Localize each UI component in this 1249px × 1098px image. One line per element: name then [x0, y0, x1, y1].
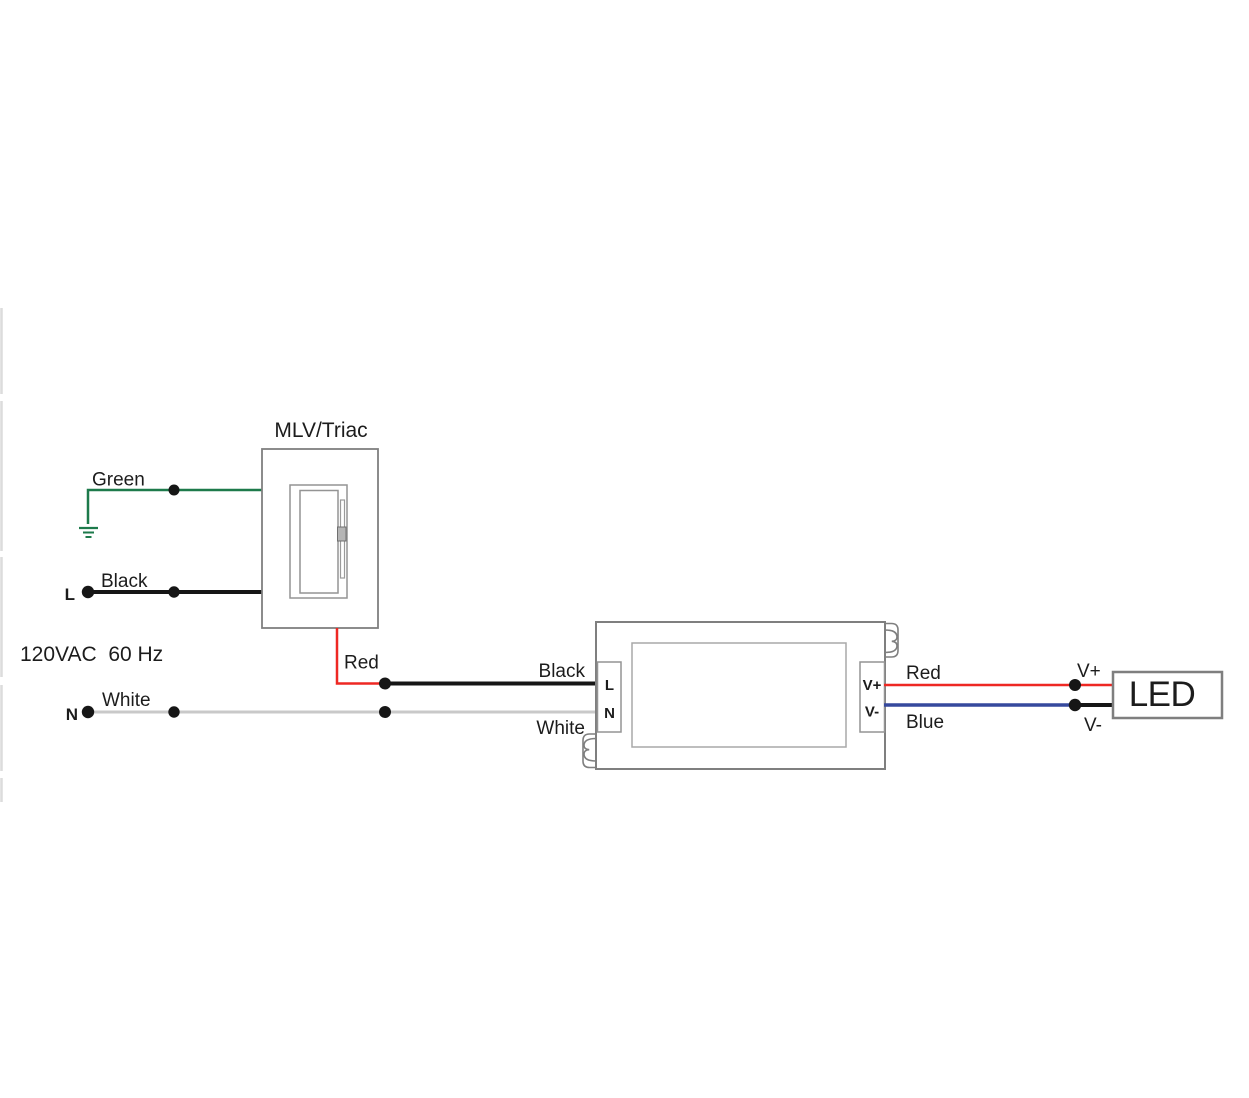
led-box: [1111, 670, 1224, 720]
mounting-tab-bottom-left: [582, 733, 597, 769]
led-load: LED: [1111, 670, 1224, 720]
junction-dot: [379, 706, 391, 718]
black-wire-label-driver: Black: [539, 661, 586, 682]
n-terminal-dot: [81, 705, 95, 719]
red-wire-label: Red: [344, 653, 379, 674]
junction-dot: [168, 586, 180, 598]
ground-symbol-icon: [79, 526, 98, 538]
driver-input-terminal-block: [596, 661, 622, 733]
led-driver: L N V+ V-: [582, 621, 899, 770]
driver-inner-panel: [631, 642, 847, 748]
voltage-label: 120VAC 60 Hz: [20, 643, 163, 666]
green-wire-label: Green: [92, 470, 145, 491]
white-wire-label-driver: White: [536, 718, 585, 739]
source-l-terminal-label: L: [65, 585, 75, 604]
led-box-label: LED: [1129, 675, 1196, 714]
driver-vplus-terminal: V+: [863, 677, 882, 694]
tab-slot-cutout: [884, 629, 898, 654]
led-vminus-dot: [1068, 698, 1082, 712]
junction-dot: [168, 484, 180, 496]
line-branch: L Black: [65, 571, 262, 604]
black-wire-label: Black: [101, 571, 148, 592]
red-wire-dimmer: [335, 628, 385, 685]
ground-branch: Green: [79, 470, 262, 538]
driver-l-terminal: L: [605, 677, 614, 694]
green-wire: [86, 488, 262, 524]
led-vminus-label: V-: [1084, 715, 1102, 736]
driver-output-branch: Red Blue V+ V-: [884, 661, 1113, 736]
white-wire-label: White: [102, 690, 151, 711]
led-vplus-dot: [1069, 679, 1081, 691]
tab-slot-cutout: [583, 737, 597, 762]
led-vplus-label: V+: [1077, 661, 1101, 682]
dimmer-paddle: [299, 489, 339, 594]
red-output-label: Red: [906, 663, 941, 684]
dimmed-output-branch: Red Black: [335, 628, 597, 690]
neutral-branch: N White White: [66, 690, 597, 739]
l-terminal-dot: [81, 585, 95, 599]
dimmer-switch: MLV/Triac: [261, 419, 379, 629]
dimmer-title: MLV/Triac: [274, 419, 367, 442]
dimmer-slider-knob: [337, 526, 347, 542]
blue-output-label: Blue: [906, 712, 944, 733]
driver-vminus-terminal: V-: [865, 704, 879, 721]
source-n-terminal-label: N: [66, 705, 78, 724]
driver-n-terminal: N: [604, 705, 615, 722]
driver-output-terminal-block: [859, 661, 886, 733]
mounting-tab-top-right: [884, 622, 899, 658]
junction-dot: [168, 706, 180, 718]
